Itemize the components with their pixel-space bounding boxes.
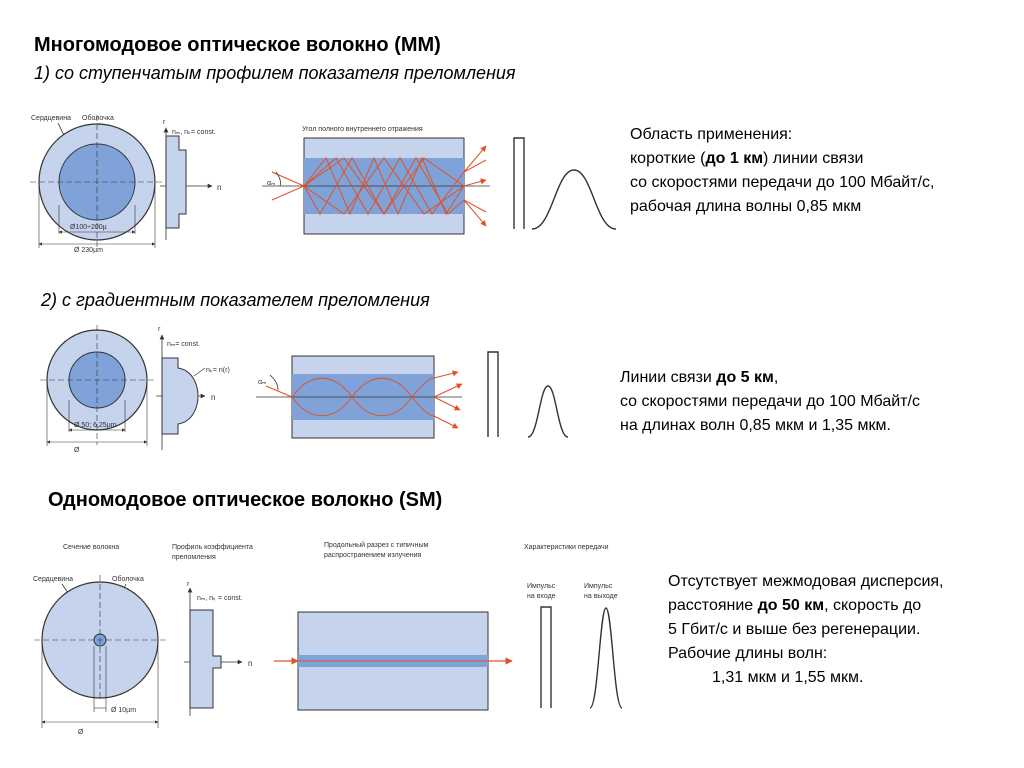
mm-graded-subtitle: 2) с градиентным показателем преломления	[41, 290, 430, 310]
step-longitudinal: Угол полного внутреннего отражения αₘ	[262, 126, 490, 235]
graded-index-profile: r nₘ= const. nₖ= n(r) n	[156, 326, 230, 450]
input-pulse	[513, 137, 525, 229]
step-index-profile: r nₘ, nₖ= const. n	[160, 119, 221, 240]
output-pulse	[527, 385, 569, 438]
longitudinal-header: распространением излучения	[324, 552, 421, 559]
r-axis-label: r	[158, 326, 161, 333]
sm-description: Отсутствует межмодовая дисперсия, рассто…	[668, 570, 944, 690]
cladding-label: Оболочка	[112, 575, 144, 583]
core-diameter-label: Ø100÷200µ	[70, 224, 107, 231]
profile-header: Профиль коэффициента	[172, 544, 253, 551]
profile-label: nₘ= const.	[167, 341, 200, 348]
pulse-out-label: Импульс	[584, 583, 613, 590]
distance-highlight: до 50 км	[757, 597, 825, 614]
desc-line: Рабочие длины волн:	[668, 645, 828, 662]
alpha-label: αₘ	[267, 180, 275, 187]
section-header: Сечение волокна	[63, 544, 119, 551]
r-axis-label: r	[187, 581, 190, 588]
step-pulses	[513, 137, 617, 230]
n-axis-label: n	[217, 183, 221, 192]
core-diameter-label: Ø 10µm	[111, 707, 136, 714]
profile-label: nₖ= n(r)	[206, 367, 230, 374]
graded-pulses	[487, 351, 569, 438]
input-pulse	[540, 606, 552, 708]
graded-longitudinal: αₘ	[256, 355, 463, 439]
outer-diameter-label: Ø 230µm	[74, 247, 103, 254]
graded-cross-section: Ø 50; 6,25µm Ø	[40, 325, 156, 454]
desc-line: 5 Гбит/с и выше без регенерации.	[668, 621, 921, 638]
tir-label: Угол полного внутреннего отражения	[302, 126, 423, 133]
desc-line: расстояние до 50 км, скорость до	[668, 597, 922, 614]
mm-step-description: Область применения: короткие (до 1 км) л…	[630, 123, 934, 219]
input-pulse	[487, 351, 499, 437]
core-label: Сердцевина	[31, 115, 71, 122]
outer-diameter-label: Ø	[78, 729, 84, 736]
mm-graded-description: Линии связи до 5 км, со скоростями перед…	[620, 366, 920, 438]
desc-line: 1,31 мкм и 1,55 мкм.	[712, 669, 864, 686]
desc-line: рабочая длина волны 0,85 мкм	[630, 198, 862, 215]
pulse-out-label: на выходе	[584, 593, 618, 600]
sm-longitudinal	[274, 611, 513, 711]
profile-label: nₘ, nₖ = const.	[197, 595, 243, 602]
sm-index-profile: r nₘ, nₖ = const. n	[184, 581, 252, 716]
sm-headers: Сечение волокна Профиль коэффициента пре…	[63, 541, 609, 561]
core-label: Сердцевина	[33, 576, 73, 583]
desc-line: Отсутствует межмодовая дисперсия,	[668, 573, 944, 590]
desc-line: со скоростями передачи до 100 Мбайт/с,	[630, 174, 935, 191]
distance-highlight: до 1 км	[705, 150, 764, 167]
graded-profile-shape	[161, 357, 199, 435]
distance-highlight: до 5 км	[716, 369, 774, 386]
desc-line: короткие (до 1 км) линии связи	[630, 150, 864, 167]
characteristics-header: Характеристики передачи	[524, 544, 609, 551]
outer-diameter-label: Ø	[74, 447, 80, 454]
profile-label: nₘ, nₖ= const.	[172, 129, 216, 136]
sm-cross-section: Сердцевина Оболочка Ø 10µm Ø	[33, 575, 166, 736]
desc-line: на длинах волн 0,85 мкм и 1,35 мкм.	[620, 417, 891, 434]
desc-line: со скоростями передачи до 100 Мбайт/с	[620, 393, 920, 410]
alpha-label: αₘ	[258, 379, 266, 386]
sm-title: Одномодовое оптическое волокно (SM)	[48, 489, 443, 511]
longitudinal-header: Продольный разрез с типичным	[324, 541, 428, 549]
desc-line: Область применения:	[630, 126, 793, 143]
step-profile-shape	[165, 135, 187, 229]
r-axis-label: r	[163, 119, 166, 126]
desc-line: Линии связи до 5 км,	[620, 369, 779, 386]
output-pulse	[531, 169, 617, 230]
pulse-in-label: на входе	[527, 593, 556, 600]
sm-pulses: Импульс на входе Импульс на выходе	[527, 583, 623, 709]
profile-header: преломления	[172, 554, 216, 561]
step-cross-section: Сердцевина Оболочка Ø100÷200µ Ø 230µm	[30, 114, 164, 254]
pulse-in-label: Импульс	[527, 583, 556, 590]
output-pulse	[589, 607, 623, 709]
mm-title: Многомодовое оптическое волокно (MM)	[34, 34, 441, 56]
n-axis-label: n	[211, 393, 215, 402]
sm-profile-shape	[189, 609, 222, 709]
mm-step-subtitle: 1) со ступенчатым профилем показателя пр…	[34, 63, 516, 83]
cladding-label: Оболочка	[82, 114, 114, 122]
core-diameter-label: Ø 50; 6,25µm	[74, 422, 117, 429]
n-axis-label: n	[248, 659, 252, 668]
